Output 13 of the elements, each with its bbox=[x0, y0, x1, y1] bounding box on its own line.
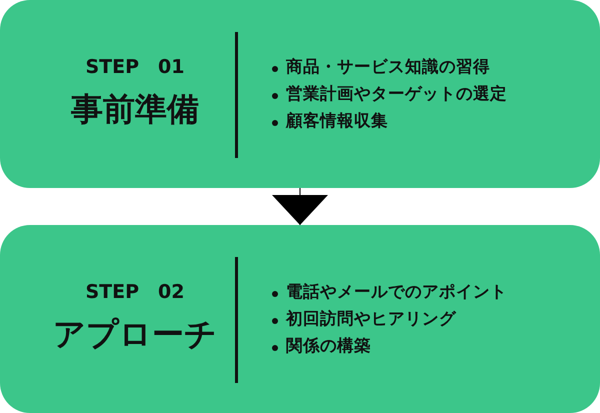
step-title: アプローチ bbox=[52, 314, 218, 355]
step-number: STEP 01 bbox=[84, 55, 186, 80]
bullet-item: 営業計画やターゲットの選定 bbox=[286, 83, 507, 105]
step-box bbox=[0, 225, 600, 413]
bullet-item: 初回訪問やヒアリング bbox=[286, 308, 456, 330]
step-number: STEP 02 bbox=[84, 280, 186, 305]
bullet-item: 商品・サービス知識の習得 bbox=[286, 56, 490, 78]
step-title: 事前準備 bbox=[70, 89, 200, 130]
arrow bbox=[272, 188, 328, 226]
bullet-item: 顧客情報収集 bbox=[286, 110, 388, 132]
bullet-item: 電話やメールでのアポイント bbox=[286, 281, 507, 303]
bullet-item: 関係の構築 bbox=[286, 335, 371, 357]
step-box bbox=[0, 0, 600, 188]
